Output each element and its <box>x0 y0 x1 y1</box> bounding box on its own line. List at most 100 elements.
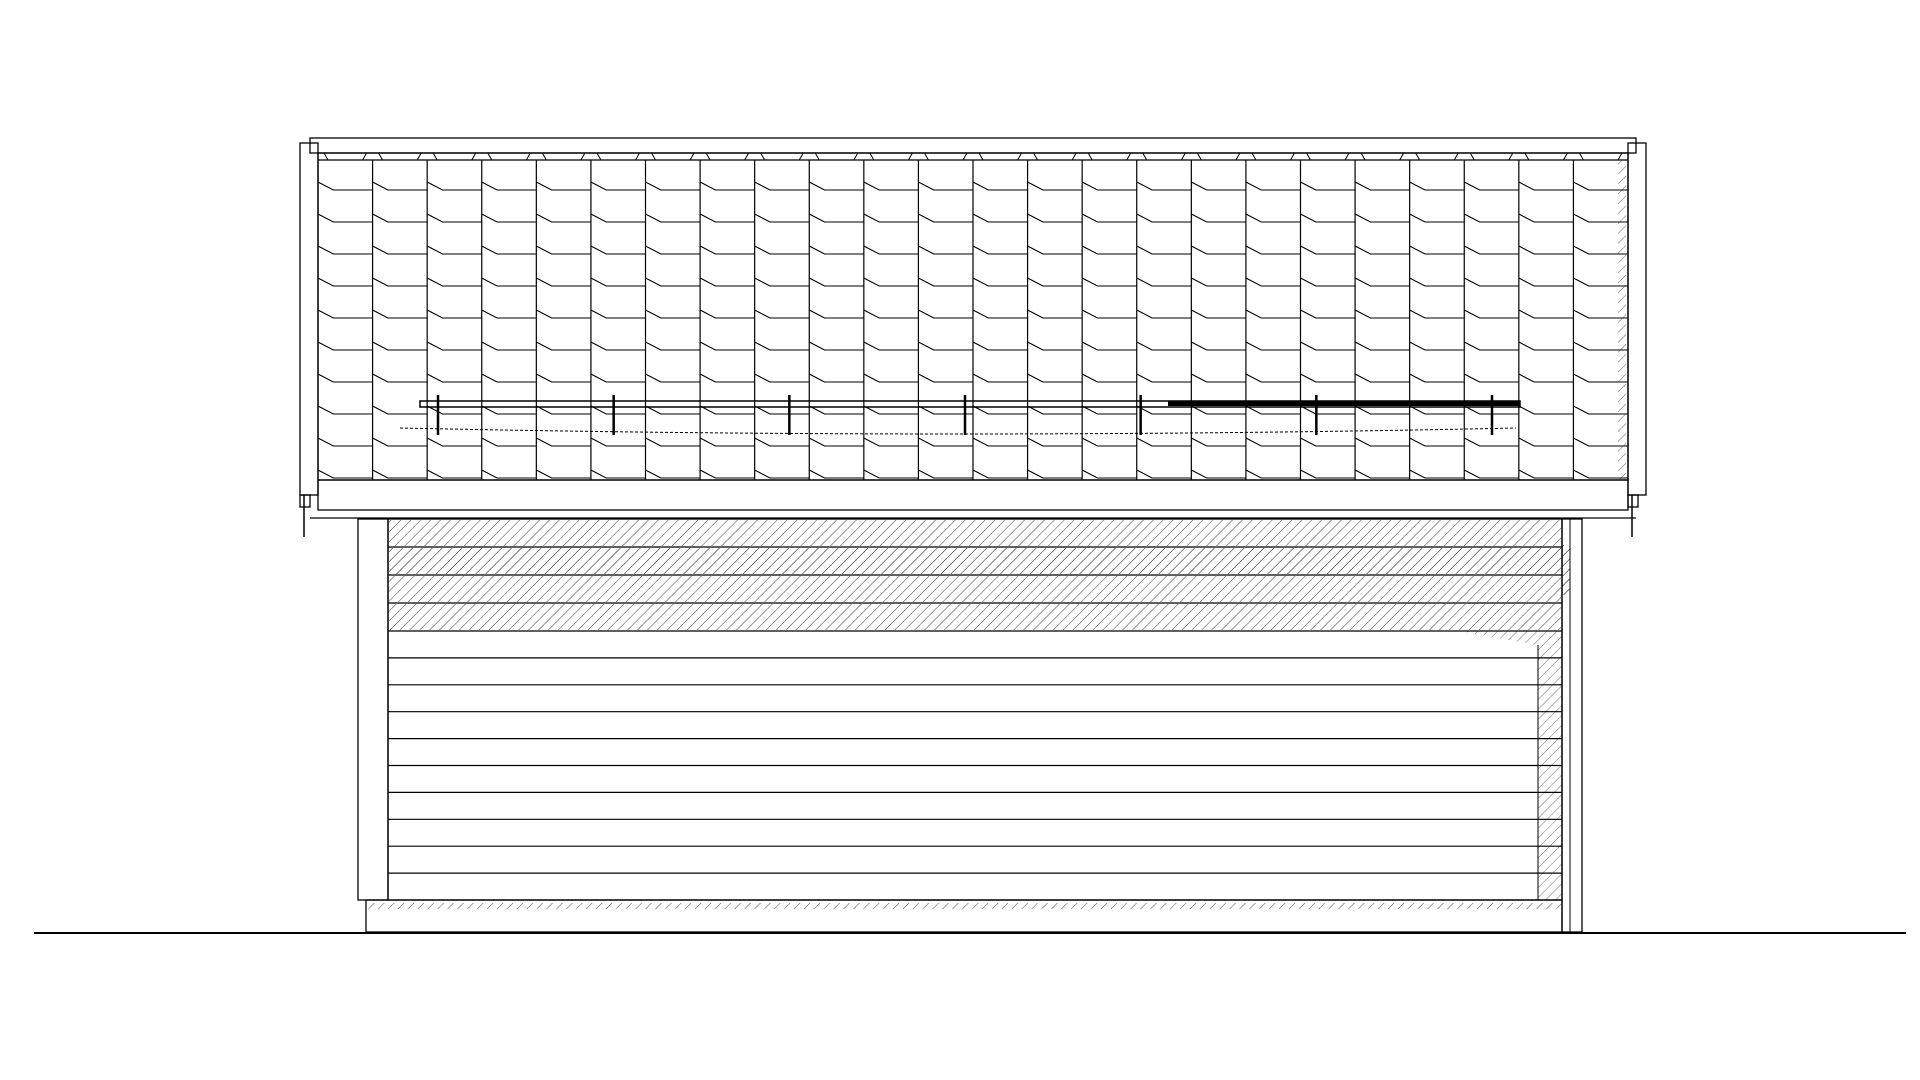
tile-course <box>645 469 701 479</box>
tile-course <box>1136 341 1192 351</box>
tile-course <box>1518 373 1574 383</box>
tile-course <box>1463 181 1519 191</box>
tile-course <box>1354 213 1410 223</box>
tile-course <box>808 277 864 287</box>
ridge-tile <box>705 152 750 161</box>
snow-guard-shadow <box>399 427 1517 435</box>
tile-course <box>1409 181 1465 191</box>
tile-course <box>972 245 1028 255</box>
tile-course <box>1463 213 1519 223</box>
tile-course <box>1463 437 1519 447</box>
tile-course <box>1463 469 1519 479</box>
tile-course <box>1518 405 1574 415</box>
tile-course <box>1245 181 1301 191</box>
tile-course <box>1245 309 1301 319</box>
tile-course <box>536 181 591 191</box>
tile-course <box>481 213 537 223</box>
tile-course <box>918 405 973 415</box>
ridge-tile <box>1578 152 1623 161</box>
tile-course <box>590 181 646 191</box>
tile-course <box>1573 405 1628 415</box>
tile-course <box>372 405 428 415</box>
tile-course <box>1354 437 1410 447</box>
tile-course <box>918 341 973 351</box>
wall-elevation <box>357 518 1583 933</box>
tile-course <box>317 181 373 191</box>
tile-course <box>1354 469 1410 479</box>
tile-course <box>590 341 646 351</box>
tile-course <box>426 437 482 447</box>
tile-course <box>372 213 428 223</box>
tile-course <box>699 277 755 287</box>
tile-course <box>1354 373 1410 383</box>
tile-course <box>754 437 810 447</box>
tile-course <box>481 373 537 383</box>
tile-course <box>1300 277 1356 287</box>
tile-course <box>1191 213 1246 223</box>
tile-course <box>317 373 373 383</box>
tile-course <box>1409 245 1465 255</box>
tile-course <box>699 213 755 223</box>
tile-course <box>1245 341 1301 351</box>
tile-course <box>1354 309 1410 319</box>
tile-course <box>754 469 810 479</box>
tile-course <box>317 245 373 255</box>
tile-course <box>754 341 810 351</box>
tile-course <box>1027 213 1083 223</box>
tile-course <box>972 373 1028 383</box>
tile-course <box>1409 373 1465 383</box>
ridge-tile <box>1087 152 1132 161</box>
hanger-cap <box>299 494 311 508</box>
tile-course <box>590 469 646 479</box>
tile-course <box>481 309 537 319</box>
tile-course <box>808 405 864 415</box>
tile-course <box>1081 405 1137 415</box>
tile-course <box>317 469 373 479</box>
tile-course <box>1136 181 1192 191</box>
tile-course <box>863 373 919 383</box>
tile-course <box>754 213 810 223</box>
tile-course <box>645 373 701 383</box>
tile-course <box>536 373 591 383</box>
tile-course <box>1081 469 1137 479</box>
tile-course <box>536 341 591 351</box>
tile-course <box>1027 245 1083 255</box>
ridge-tile <box>1033 152 1077 161</box>
ridge-tile <box>814 152 859 161</box>
tile-course <box>699 181 755 191</box>
tile-course <box>808 181 864 191</box>
tile-course <box>1300 341 1356 351</box>
tile-course <box>645 245 701 255</box>
tile-course <box>426 181 482 191</box>
tile-course <box>972 469 1028 479</box>
barge-board-right <box>1627 142 1647 496</box>
tile-course <box>317 405 373 415</box>
tile-course <box>645 277 701 287</box>
tile-course <box>426 309 482 319</box>
tile-course <box>536 309 591 319</box>
tile-course <box>1245 277 1301 287</box>
tile-course <box>1300 437 1356 447</box>
ridge-tile <box>487 152 531 161</box>
tile-course <box>1191 277 1246 287</box>
ridge-tile <box>760 152 804 161</box>
tile-course <box>1463 309 1519 319</box>
tile-course <box>972 213 1028 223</box>
tile-course <box>481 437 537 447</box>
tile-course <box>808 341 864 351</box>
tile-course <box>1300 373 1356 383</box>
tile-course <box>590 437 646 447</box>
tile-course <box>536 277 591 287</box>
tile-course <box>754 373 810 383</box>
tile-course <box>1518 341 1574 351</box>
tile-course <box>754 277 810 287</box>
tile-course <box>1463 405 1519 415</box>
ridge-tile <box>978 152 1023 161</box>
tile-course <box>1463 341 1519 351</box>
tile-course <box>1518 245 1574 255</box>
tile-course <box>1300 213 1356 223</box>
tile-course <box>372 181 428 191</box>
tile-course <box>426 469 482 479</box>
tile-course <box>863 341 919 351</box>
